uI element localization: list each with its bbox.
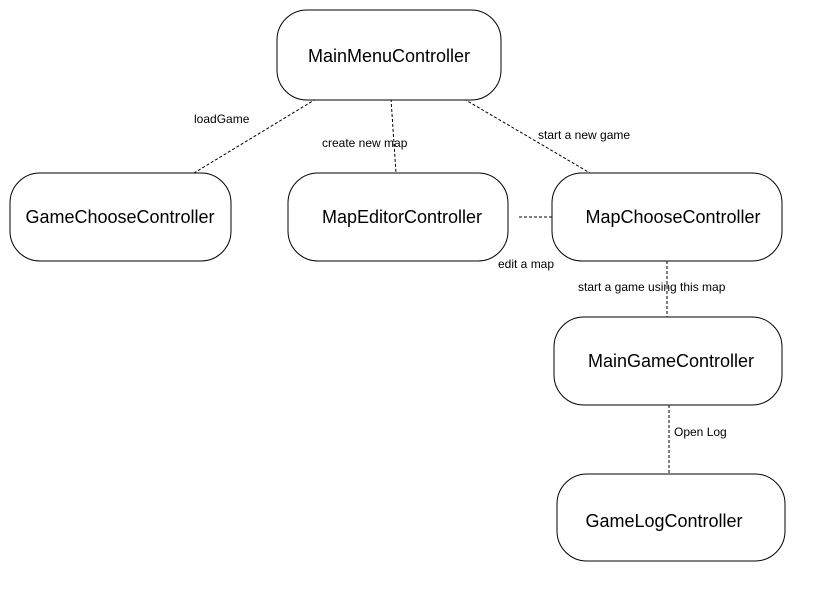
edge-label-start-game-using-map: start a game using this map	[578, 280, 726, 294]
node-label-main-game: MainGameController	[588, 351, 754, 371]
edge-label-start-new-game: start a new game	[538, 128, 630, 142]
node-map-editor-controller[interactable]: MapEditorController	[287, 172, 509, 262]
edge-label-edit-map: edit a map	[498, 257, 554, 271]
edge-start-new-game-line	[463, 98, 591, 174]
node-label-map-editor: MapEditorController	[322, 207, 482, 227]
node-main-game-controller[interactable]: MainGameController	[553, 316, 783, 406]
node-game-choose-controller[interactable]: GameChooseController	[9, 172, 232, 262]
edge-label-create-new-map: create new map	[322, 136, 408, 150]
edge-label-open-log: Open Log	[674, 425, 727, 439]
node-label-main-menu: MainMenuController	[308, 46, 470, 66]
node-map-choose-controller[interactable]: MapChooseController	[551, 172, 783, 262]
edge-loadgame-line	[193, 98, 317, 174]
node-game-log-controller[interactable]: GameLogController	[556, 473, 786, 562]
node-label-map-choose: MapChooseController	[585, 207, 760, 227]
node-label-game-choose: GameChooseController	[25, 207, 214, 227]
node-main-menu-controller[interactable]: MainMenuController	[276, 9, 502, 101]
edge-label-loadgame: loadGame	[194, 112, 250, 126]
edge-create-new-map-line	[390, 98, 397, 174]
node-label-game-log: GameLogController	[585, 511, 742, 531]
